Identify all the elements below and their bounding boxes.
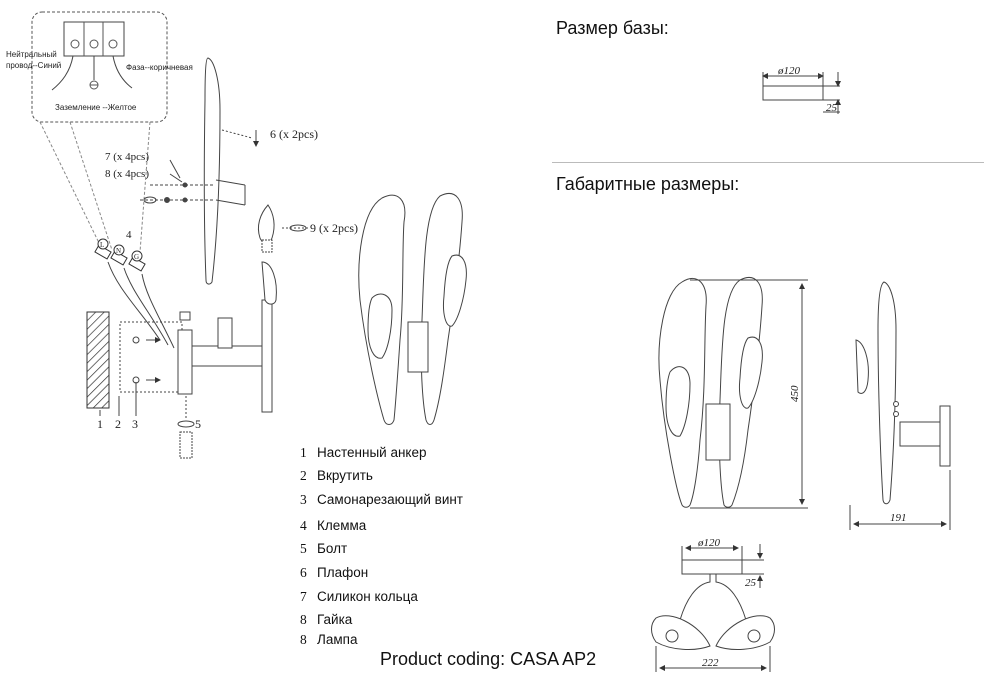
legend-number: 3 xyxy=(300,492,307,507)
base-height-label: 25 xyxy=(826,102,838,114)
legend-row: 1 Настенный анкер xyxy=(300,445,427,461)
terminal-block-detail xyxy=(63,21,125,57)
legend-row: 3 Самонарезающий винт xyxy=(300,492,463,508)
terminal-g-badge xyxy=(131,250,143,262)
holder-parts xyxy=(140,159,246,206)
legend-row: 8 Лампа xyxy=(300,632,357,648)
top-height-label: 25 xyxy=(745,577,757,589)
base-size-heading: Размер базы: xyxy=(556,18,669,38)
base-diameter-label: ø120 xyxy=(777,65,801,77)
width-label: 222 xyxy=(702,657,719,669)
shade-side xyxy=(203,57,221,285)
terminal-n-label: N xyxy=(116,247,121,255)
neutral-wire-label-2: провод--Синий xyxy=(6,61,61,70)
wiring-detail-frame xyxy=(31,11,168,123)
overall-front-view xyxy=(658,277,763,508)
terminal-n-badge xyxy=(113,244,125,256)
legend-text: Болт xyxy=(317,541,348,556)
height-dimension xyxy=(690,279,808,509)
wall-hatch xyxy=(86,311,110,409)
legend-text: Гайка xyxy=(317,612,353,627)
legend-row: 4 Клемма xyxy=(300,518,366,534)
phase-wire-label: Фаза--коричневая xyxy=(126,63,193,72)
legend-number: 8 xyxy=(300,612,307,627)
section-divider xyxy=(552,162,984,163)
callout-7: 7 (x 4pcs) xyxy=(105,151,149,163)
terminal-connectors xyxy=(94,238,146,272)
terminal-screw-icon xyxy=(108,39,118,49)
bolt-icon xyxy=(177,311,195,459)
callout-5: 5 xyxy=(195,417,201,431)
callout-4: 4 xyxy=(126,229,132,241)
bulb-icon xyxy=(257,204,275,253)
legend-row: 8 Гайка xyxy=(300,612,352,628)
legend-number: 8 xyxy=(300,632,307,647)
legend-number: 6 xyxy=(300,565,307,580)
top-dimensions xyxy=(655,544,771,672)
product-code: Product coding: CASA AP2 xyxy=(380,649,597,669)
callout-3: 3 xyxy=(132,417,138,431)
top-diameter-label: ø120 xyxy=(697,537,721,549)
neutral-wire-label: Нейтральный xyxy=(6,50,57,59)
depth-label: 191 xyxy=(890,512,907,524)
legend-number: 1 xyxy=(300,445,307,460)
nut-icon xyxy=(164,197,170,203)
silicone-ring-icon xyxy=(143,196,157,204)
legend-text: Силикон кольца xyxy=(317,589,418,604)
legend-text: Плафон xyxy=(317,565,369,580)
legend-text: Самонарезающий винт xyxy=(317,492,463,507)
overall-size-heading: Габаритные размеры: xyxy=(556,174,740,194)
legend-text: Вкрутить xyxy=(317,468,373,483)
depth-dimension xyxy=(849,470,951,530)
overall-top-view xyxy=(651,559,775,650)
callout-1: 1 xyxy=(97,417,103,431)
legend-text: Клемма xyxy=(317,518,367,533)
callout-2: 2 xyxy=(115,417,121,431)
legend-number: 7 xyxy=(300,589,307,604)
mounting-plate xyxy=(119,321,193,395)
legend-row: 2 Вкрутить xyxy=(300,468,373,484)
wiring-detail xyxy=(31,11,168,123)
front-view xyxy=(358,193,467,425)
callout-6: 6 (x 2pcs) xyxy=(270,127,318,141)
overall-side-view xyxy=(855,281,951,505)
height-label: 450 xyxy=(789,385,801,402)
lamp-arm xyxy=(191,299,273,413)
wiring-leaders xyxy=(39,121,151,253)
callout-8: 8 (x 4pcs) xyxy=(105,168,149,180)
terminal-screw-icon xyxy=(89,39,99,49)
legend-text: Лампа xyxy=(317,632,358,647)
callout-9: 9 (x 2pcs) xyxy=(310,221,358,235)
ground-wire-label: Заземление --Желтое xyxy=(55,103,137,112)
legend-row: 5 Болт xyxy=(300,541,347,557)
legend-number: 4 xyxy=(300,518,307,533)
legend-text: Настенный анкер xyxy=(317,445,427,460)
legend-number: 2 xyxy=(300,468,307,483)
legend-row: 7 Силикон кольца xyxy=(300,589,418,605)
base-size-drawing xyxy=(762,72,841,114)
terminal-screw-icon xyxy=(70,39,80,49)
supply-wires xyxy=(107,261,175,349)
legend-number: 5 xyxy=(300,541,307,556)
shade-holder xyxy=(261,261,277,305)
terminal-l-badge xyxy=(97,238,109,250)
terminal-l-label: L xyxy=(100,241,104,249)
legend-row: 6 Плафон xyxy=(300,565,368,581)
terminal-g-label: G xyxy=(134,253,139,261)
